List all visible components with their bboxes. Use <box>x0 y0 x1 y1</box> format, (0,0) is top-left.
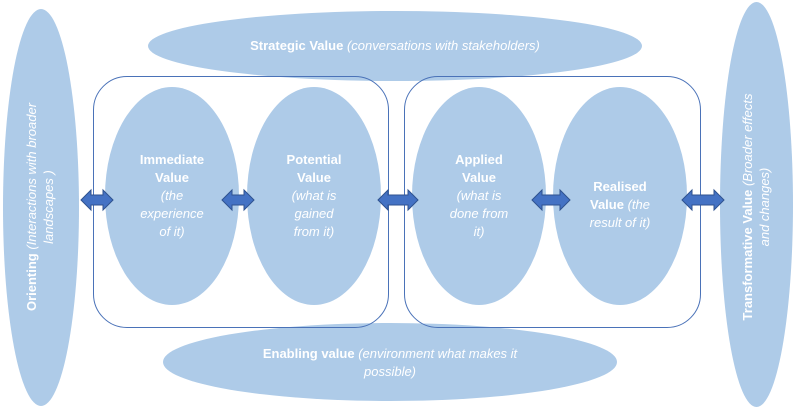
double-headed-arrow-icon <box>681 188 725 212</box>
potential-value-label: Potential Value (what is gained from it) <box>286 152 342 239</box>
transformative-value-label: Transformative Value (Broader effects an… <box>740 93 772 321</box>
immediate-value-label: Immediate Value (the experience of it) <box>139 152 205 239</box>
orienting-ellipse <box>3 9 79 406</box>
enabling-value-ellipse <box>163 323 617 401</box>
transformative-value-ellipse <box>720 2 793 407</box>
realised-value-label: Realised Value (the result of it) <box>589 179 651 230</box>
double-headed-arrow-icon <box>531 188 571 212</box>
double-headed-arrow-icon <box>80 188 114 212</box>
applied-value-label: Applied Value (what is done from it) <box>449 152 509 239</box>
potential-value-ellipse <box>247 87 381 305</box>
double-headed-arrow-icon <box>221 188 255 212</box>
strategic-value-label: Strategic Value (conversations with stak… <box>250 38 540 53</box>
enabling-value-label: Enabling value (environment what makes i… <box>262 346 518 379</box>
double-headed-arrow-icon <box>377 188 419 212</box>
immediate-value-ellipse <box>105 87 239 305</box>
applied-value-ellipse <box>412 87 546 305</box>
strategic-value-ellipse <box>148 11 642 81</box>
orienting-label: Orienting (Interactions with broader lan… <box>24 102 56 312</box>
realised-value-ellipse <box>553 87 687 305</box>
